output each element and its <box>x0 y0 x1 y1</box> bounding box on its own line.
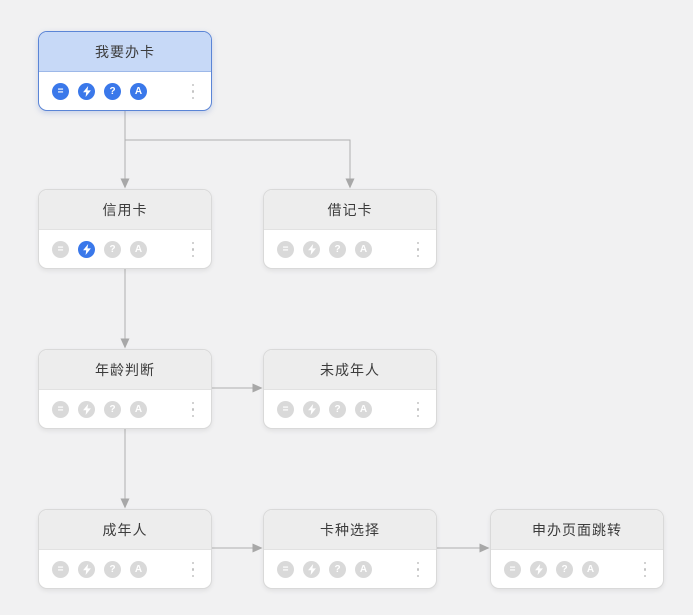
node-title: 信用卡 <box>39 190 211 230</box>
lightning-icon[interactable] <box>303 561 320 578</box>
answer-icon[interactable]: A <box>355 401 372 418</box>
lightning-icon[interactable] <box>78 241 95 258</box>
question-icon[interactable]: ? <box>104 241 121 258</box>
lightning-icon[interactable] <box>530 561 547 578</box>
lightning-icon[interactable] <box>78 561 95 578</box>
node-toolbar: =? A <box>264 550 436 589</box>
node-menu-dots[interactable] <box>640 559 651 581</box>
answer-icon[interactable]: A <box>130 241 147 258</box>
node-title: 成年人 <box>39 510 211 550</box>
node-menu-dots[interactable] <box>413 559 424 581</box>
lightning-icon[interactable] <box>303 401 320 418</box>
list-icon[interactable]: = <box>52 561 69 578</box>
list-icon[interactable]: = <box>277 241 294 258</box>
node-toolbar: =? A <box>39 72 211 111</box>
answer-icon[interactable]: A <box>130 83 147 100</box>
answer-icon[interactable]: A <box>130 401 147 418</box>
flow-node-n3[interactable]: 借记卡 =? A <box>263 189 437 269</box>
node-menu-dots[interactable] <box>413 399 424 421</box>
flow-node-n6[interactable]: 成年人 =? A <box>38 509 212 589</box>
lightning-icon[interactable] <box>78 401 95 418</box>
node-toolbar: =? A <box>39 390 211 429</box>
flow-node-n2[interactable]: 信用卡 =? A <box>38 189 212 269</box>
node-title: 未成年人 <box>264 350 436 390</box>
node-toolbar: =? A <box>39 550 211 589</box>
list-icon[interactable]: = <box>52 401 69 418</box>
question-icon[interactable]: ? <box>329 241 346 258</box>
answer-icon[interactable]: A <box>582 561 599 578</box>
flow-node-n4[interactable]: 年龄判断 =? A <box>38 349 212 429</box>
node-toolbar: =? A <box>39 230 211 269</box>
question-icon[interactable]: ? <box>329 401 346 418</box>
node-menu-dots[interactable] <box>188 81 199 103</box>
list-icon[interactable]: = <box>52 241 69 258</box>
list-icon[interactable]: = <box>52 83 69 100</box>
lightning-icon[interactable] <box>78 83 95 100</box>
node-toolbar: =? A <box>491 550 663 589</box>
node-menu-dots[interactable] <box>413 239 424 261</box>
flow-node-n5[interactable]: 未成年人 =? A <box>263 349 437 429</box>
node-toolbar: =? A <box>264 230 436 269</box>
flow-node-n7[interactable]: 卡种选择 =? A <box>263 509 437 589</box>
node-toolbar: =? A <box>264 390 436 429</box>
node-title: 申办页面跳转 <box>491 510 663 550</box>
question-icon[interactable]: ? <box>556 561 573 578</box>
answer-icon[interactable]: A <box>355 241 372 258</box>
question-icon[interactable]: ? <box>329 561 346 578</box>
answer-icon[interactable]: A <box>355 561 372 578</box>
answer-icon[interactable]: A <box>130 561 147 578</box>
flow-node-n8[interactable]: 申办页面跳转 =? A <box>490 509 664 589</box>
lightning-icon[interactable] <box>303 241 320 258</box>
node-menu-dots[interactable] <box>188 399 199 421</box>
node-title: 借记卡 <box>264 190 436 230</box>
flow-node-n1[interactable]: 我要办卡 =? A <box>38 31 212 111</box>
list-icon[interactable]: = <box>504 561 521 578</box>
list-icon[interactable]: = <box>277 561 294 578</box>
node-title: 年龄判断 <box>39 350 211 390</box>
node-menu-dots[interactable] <box>188 239 199 261</box>
node-title: 我要办卡 <box>39 32 211 72</box>
question-icon[interactable]: ? <box>104 401 121 418</box>
question-icon[interactable]: ? <box>104 83 121 100</box>
node-title: 卡种选择 <box>264 510 436 550</box>
node-menu-dots[interactable] <box>188 559 199 581</box>
list-icon[interactable]: = <box>277 401 294 418</box>
question-icon[interactable]: ? <box>104 561 121 578</box>
